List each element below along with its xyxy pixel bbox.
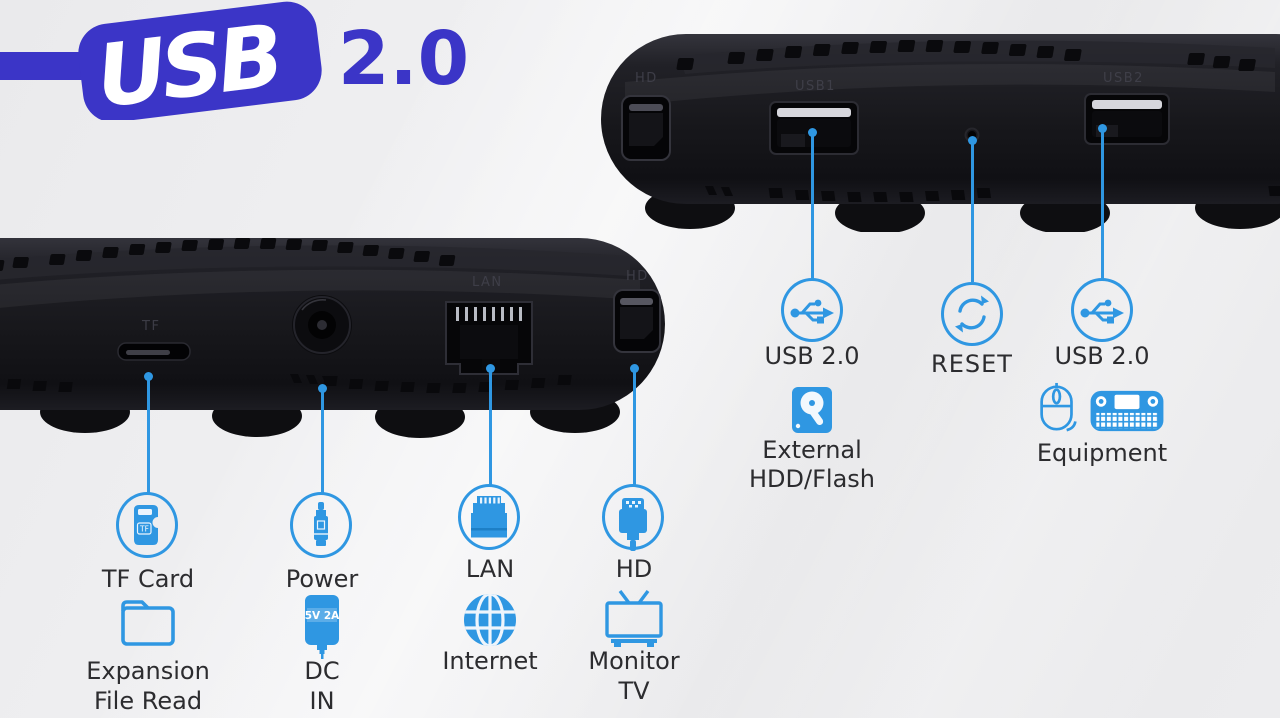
usb-icon xyxy=(790,299,834,324)
usb2-ring xyxy=(1071,278,1133,342)
usb2-callout-label: USB 2.0 xyxy=(1054,342,1150,370)
hd-plug-icon xyxy=(619,498,647,551)
power-ring xyxy=(290,492,352,558)
equipment-label: Equipment xyxy=(1036,439,1168,467)
bottom-vents xyxy=(6,374,572,393)
svg-text:TF: TF xyxy=(139,525,149,534)
back-usb2-port: USB2 xyxy=(1084,71,1170,145)
callout-line-usb1 xyxy=(807,128,817,280)
globe-icon xyxy=(464,594,516,646)
callout-dot xyxy=(143,372,153,381)
svg-text:USB2: USB2 xyxy=(1103,71,1144,86)
callout-dot xyxy=(629,364,639,373)
tf-card-label: TF Card xyxy=(101,565,195,593)
tv-icon xyxy=(605,590,663,647)
tf-card-icon: TF xyxy=(134,505,158,545)
lan-plug-icon xyxy=(471,496,507,538)
bottom-vents xyxy=(705,186,1280,202)
top-vents xyxy=(676,40,1256,71)
lan-label: LAN xyxy=(465,555,515,583)
svg-text:TF: TF xyxy=(141,319,160,334)
logo-version-text: 2.0 xyxy=(338,16,469,102)
callout-line-reset xyxy=(967,136,977,282)
mouse-icon xyxy=(1040,382,1077,432)
callout-line-usb2 xyxy=(1097,124,1107,280)
callout-line-hd xyxy=(629,364,639,486)
hd-ring xyxy=(602,484,664,551)
equipment-icons xyxy=(1038,382,1166,434)
back-usb1-port: USB1 xyxy=(769,79,859,155)
internet-label: Internet xyxy=(442,647,538,675)
monitor-tv-label: Monitor TV xyxy=(588,647,680,705)
svg-text:HD: HD xyxy=(635,71,658,86)
tf-card-ring: TF xyxy=(116,492,178,558)
power-adapter-icon: 5V 2A xyxy=(305,595,340,659)
external-hdd-flash-label: External HDD/Flash xyxy=(749,436,875,493)
keyboard-icon xyxy=(1090,390,1164,432)
callout-line-lan xyxy=(485,364,495,486)
expansion-file-read-label: Expansion File Read xyxy=(86,657,210,715)
lan-port: LAN xyxy=(445,275,533,375)
callout-dot xyxy=(485,364,495,373)
svg-text:USB1: USB1 xyxy=(795,79,836,94)
usb1-ring xyxy=(781,278,843,342)
power-label: Power xyxy=(285,565,359,593)
reset-icon xyxy=(955,295,989,333)
hdd-icon xyxy=(792,387,832,433)
svg-text:HD: HD xyxy=(626,269,649,284)
svg-text:5V 2A: 5V 2A xyxy=(305,610,340,622)
callout-line-power xyxy=(317,384,327,494)
callout-dot xyxy=(967,136,977,145)
logo-brand-text: USB xyxy=(91,6,285,120)
reset-ring xyxy=(941,282,1003,346)
tf-card-slot: TF xyxy=(117,319,191,361)
usb-icon xyxy=(1080,299,1124,324)
hd-label: HD xyxy=(615,555,653,583)
side-hd-port: HD xyxy=(613,269,661,353)
device-back-photo: HD USB1 USB2 xyxy=(601,34,1280,232)
callout-dot xyxy=(1097,124,1107,133)
lan-ring xyxy=(458,484,520,550)
dc-power-jack xyxy=(292,295,352,355)
callout-dot xyxy=(807,128,817,137)
svg-text:LAN: LAN xyxy=(472,275,503,290)
callout-line-tf-card xyxy=(143,372,153,494)
folder-icon xyxy=(121,600,175,646)
dc-in-label: DC IN xyxy=(304,657,340,715)
reset-callout-label: RESET xyxy=(931,350,1013,378)
back-hd-port: HD xyxy=(621,71,671,161)
device-side-photo: TF LAN HD xyxy=(0,238,665,438)
callout-dot xyxy=(317,384,327,393)
dc-plug-icon xyxy=(314,502,328,546)
top-vents xyxy=(0,238,456,271)
logo-plug-body xyxy=(78,1,322,120)
usb1-callout-label: USB 2.0 xyxy=(764,342,860,370)
usb-2-0-logo: USB 2.0 xyxy=(0,1,469,120)
